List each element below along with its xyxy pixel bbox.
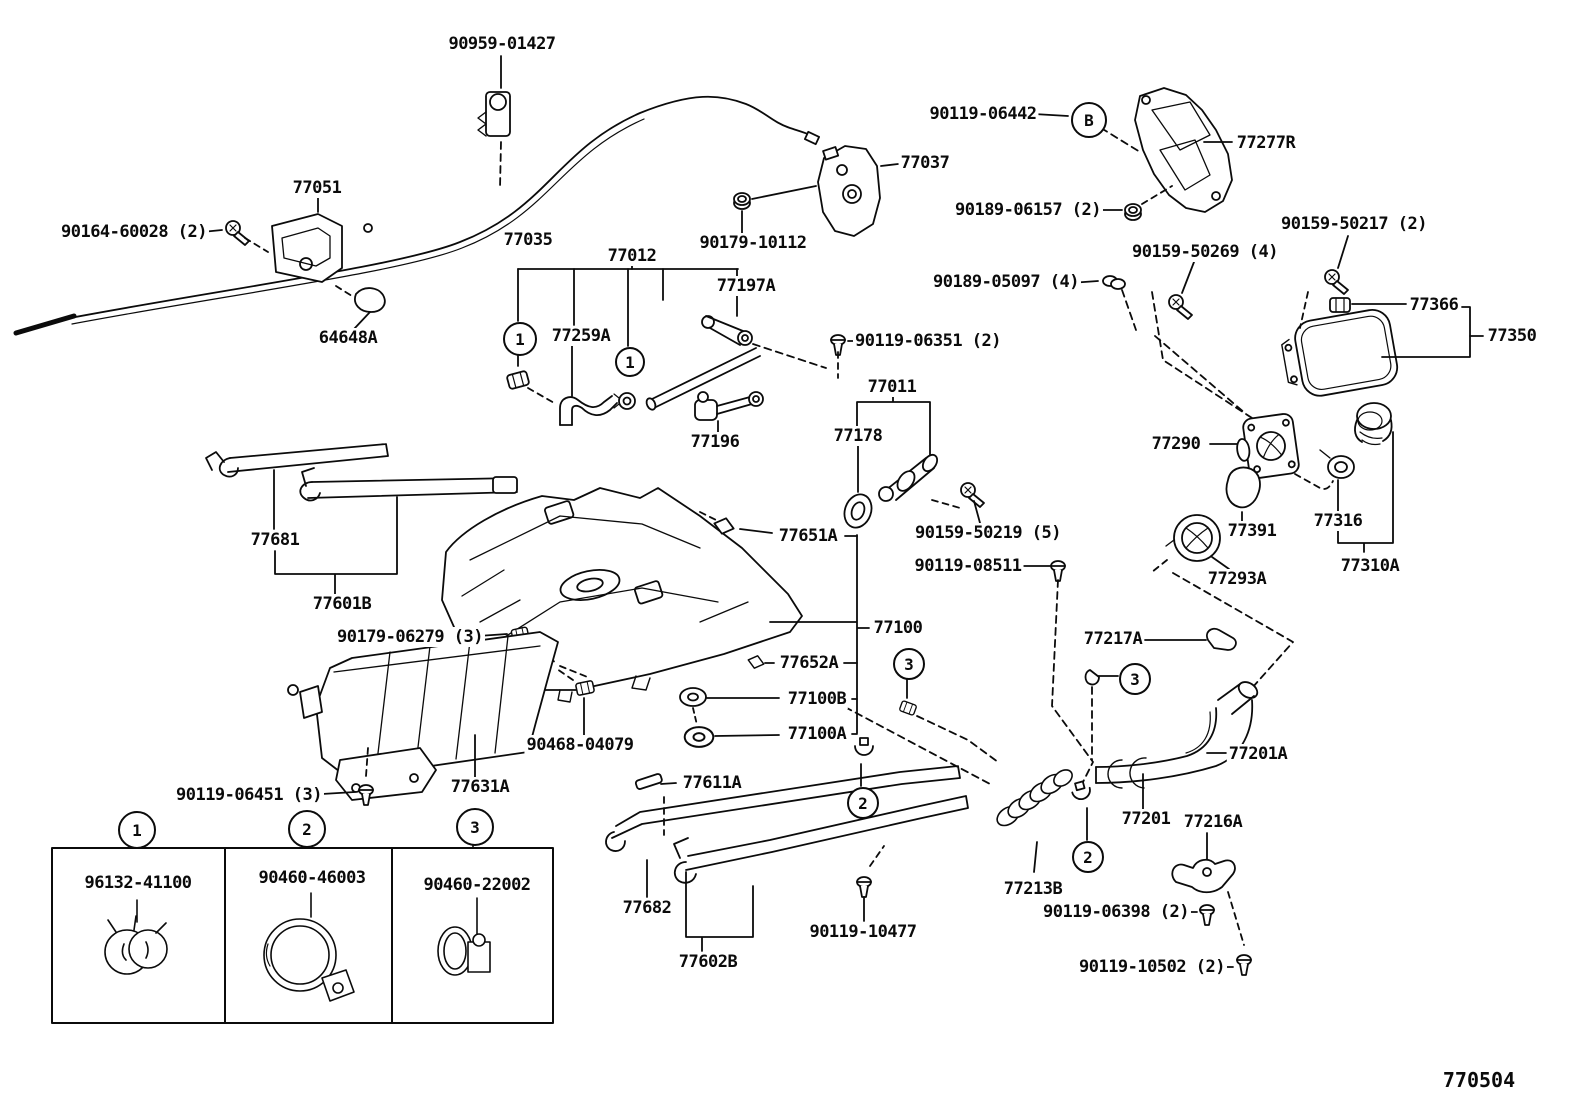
label-77682: 77682 — [620, 898, 674, 918]
callout-b-circle: B — [1071, 102, 1107, 138]
label-77035: 77035 — [501, 230, 555, 250]
label-77310A: 77310A — [1338, 556, 1402, 576]
legend-part-1: 96132-41100 — [82, 873, 194, 893]
bolt-90119-10477 — [856, 845, 885, 922]
fuel-lid-lock-77037 — [733, 145, 899, 237]
legend-callout-2: 2 — [288, 810, 326, 848]
gasket-77391 — [1225, 466, 1261, 522]
fuel-tank-vent-tube — [645, 347, 761, 411]
label-90159-50219: 90159-50219 (5) — [912, 523, 1064, 543]
filler-pipe-fasteners — [1069, 235, 1349, 419]
label-90119-10477: 90119-10477 — [807, 922, 919, 942]
label-77100B: 77100B — [785, 689, 849, 709]
label-77196: 77196 — [688, 432, 742, 452]
label-90159-50269: 90159-50269 (4) — [1129, 242, 1281, 262]
cable-clamp-90959 — [477, 55, 511, 189]
callout-2-circle: 2 — [1072, 841, 1104, 873]
label-77290: 77290 — [1149, 434, 1203, 454]
legend-part-drawings — [104, 892, 491, 1002]
label-90119-06451: 90119-06451 (3) — [173, 785, 325, 805]
label-77011: 77011 — [865, 377, 919, 397]
vent-tube-group-77012 — [505, 263, 739, 405]
label-77681: 77681 — [248, 530, 302, 550]
fuel-cap-77310A — [1319, 402, 1394, 553]
label-77259A: 77259A — [549, 326, 613, 346]
callout-3-circle: 3 — [893, 648, 925, 680]
diagram-code: 770504 — [1440, 1068, 1518, 1092]
tank-band-front — [205, 443, 518, 596]
label-77602B: 77602B — [676, 952, 740, 972]
label-77213B: 77213B — [1001, 879, 1065, 899]
fuel-filler-lid — [1281, 291, 1484, 397]
bolt-90119-08511 — [1023, 560, 1094, 785]
label-90179-10112: 90179-10112 — [697, 233, 809, 253]
label-77293A: 77293A — [1205, 569, 1269, 589]
tube-support-77196 — [694, 391, 764, 434]
label-77201A: 77201A — [1226, 744, 1290, 764]
legend-callout-1: 1 — [118, 811, 156, 849]
label-77037: 77037 — [898, 153, 952, 173]
label-77631A: 77631A — [448, 777, 512, 797]
label-90159-50217: 90159-50217 (2) — [1278, 214, 1430, 234]
label-90119-08511: 90119-08511 — [912, 556, 1024, 576]
label-77366: 77366 — [1407, 295, 1461, 315]
label-77100A: 77100A — [785, 724, 849, 744]
label-77277R: 77277R — [1234, 133, 1298, 153]
callout-1-circle: 1 — [615, 347, 645, 377]
label-90959-01427: 90959-01427 — [446, 34, 558, 54]
label-90119-06398: 90119-06398 (2) — [1040, 902, 1192, 922]
tube-clamp-center — [613, 392, 636, 410]
label-77316: 77316 — [1311, 511, 1365, 531]
callout-2-circle: 2 — [847, 787, 879, 819]
label-77391: 77391 — [1225, 521, 1279, 541]
label-64648A: 64648A — [316, 328, 380, 348]
label-90164-60028: 90164-60028 (2) — [58, 222, 210, 242]
release-cable — [13, 95, 821, 336]
label-90189-05097: 90189-05097 (4) — [930, 272, 1082, 292]
label-90179-06279: 90179-06279 (3) — [334, 627, 486, 647]
fuel-pump-bracket-77011 — [843, 394, 985, 529]
fuel-lid-opener-77051 — [201, 197, 386, 330]
label-77100: 77100 — [871, 618, 925, 638]
label-77012: 77012 — [605, 246, 659, 266]
label-77197A: 77197A — [714, 276, 778, 296]
callout-1-circle: 1 — [503, 322, 537, 356]
label-77651A: 77651A — [776, 526, 840, 546]
label-90119-10502: 90119-10502 (2) — [1076, 957, 1228, 977]
legend-part-2: 90460-46003 — [256, 868, 368, 888]
tank-callout-lines — [679, 511, 870, 748]
callout-3-circle: 3 — [1119, 663, 1151, 695]
label-77652A: 77652A — [777, 653, 841, 673]
filler-neck-gasket-77290 — [1154, 335, 1334, 490]
label-77201: 77201 — [1119, 809, 1173, 829]
label-90119-06351: 90119-06351 (2) — [852, 331, 1004, 351]
label-77601B: 77601B — [310, 594, 374, 614]
label-90468-04079: 90468-04079 — [524, 735, 636, 755]
label-77051: 77051 — [290, 178, 344, 198]
filler-hose-77213B — [996, 769, 1093, 873]
tank-protector-77631A — [287, 631, 559, 806]
retainer-ring-77293A — [1151, 514, 1294, 689]
label-77216A: 77216A — [1181, 812, 1245, 832]
label-77217A: 77217A — [1081, 629, 1145, 649]
vent-hose-77259A — [559, 345, 618, 426]
filler-opening-bracket-77277R — [1033, 87, 1233, 221]
clip-90468-04079 — [556, 668, 596, 736]
filler-pipe-77201A — [1095, 681, 1259, 810]
label-90119-06442: 90119-06442 — [927, 104, 1039, 124]
label-90189-06157: 90189-06157 (2) — [952, 200, 1104, 220]
clip-77217A — [1084, 627, 1237, 761]
tank-band-rear — [605, 765, 969, 952]
legend-callout-3: 3 — [456, 808, 494, 846]
label-77611A: 77611A — [680, 773, 744, 793]
tube-bracket-77197A — [701, 294, 827, 369]
legend-part-3: 90460-22002 — [421, 875, 533, 895]
label-77350: 77350 — [1485, 326, 1539, 346]
label-77178: 77178 — [831, 426, 885, 446]
separator-77611A — [634, 773, 677, 836]
